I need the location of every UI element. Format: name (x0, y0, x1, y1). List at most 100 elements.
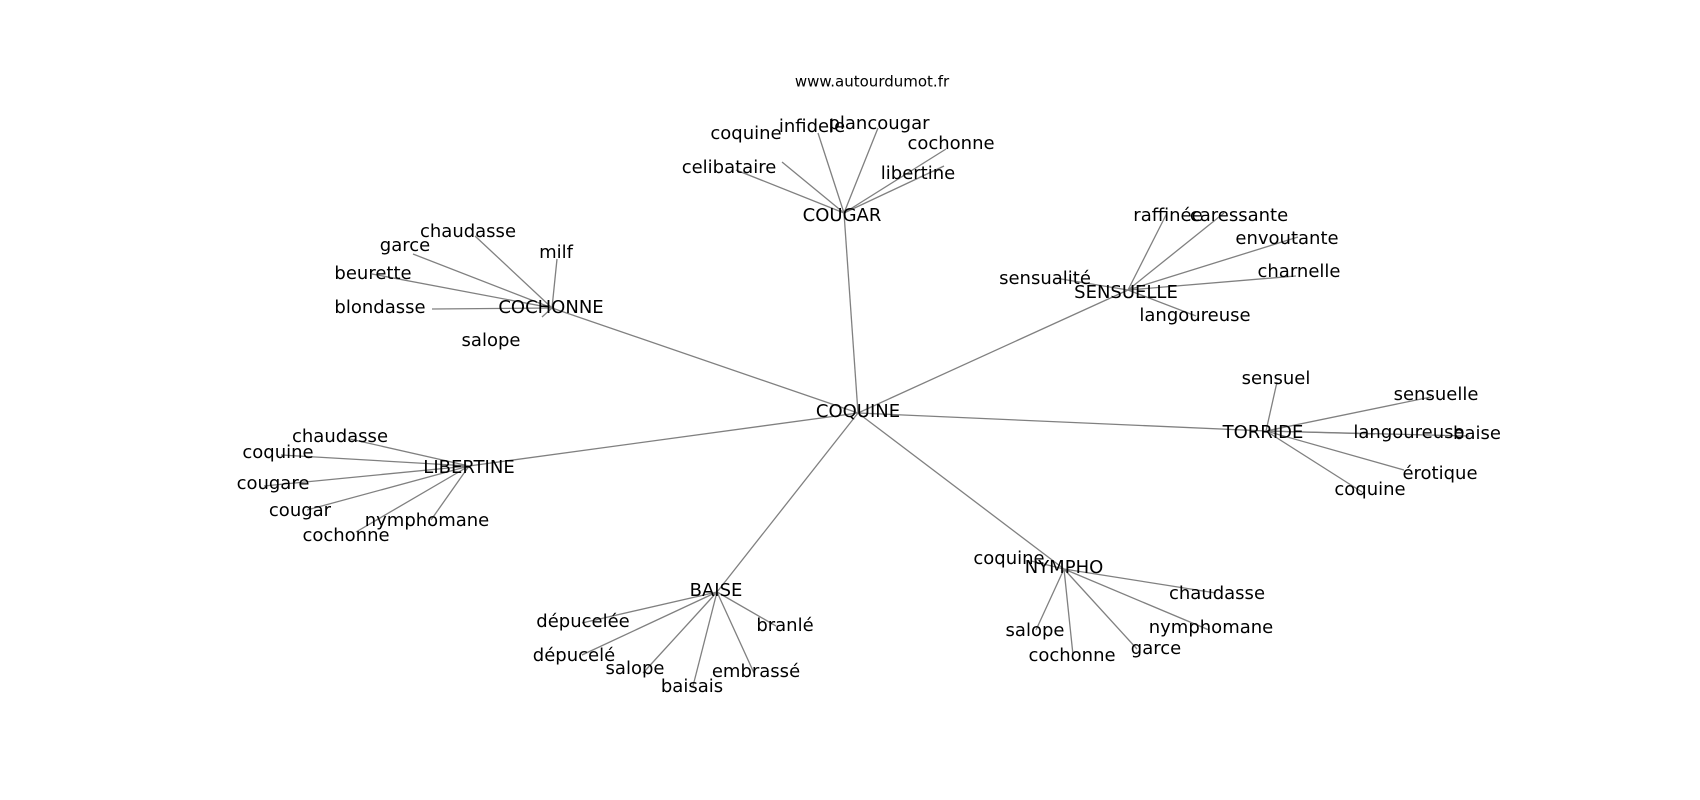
edge-root-torride (857, 412, 1267, 432)
leaf-node-cochonne-chaudasse: chaudasse (420, 221, 516, 242)
edge-libertine-cochonne (355, 465, 470, 533)
edge-root-baise (716, 412, 859, 593)
edge-root-cochonne (551, 307, 859, 414)
leaf-node-cougar-celibataire: celibataire (682, 157, 777, 178)
leaf-node-sensuelle-caressante: caressante (1190, 205, 1288, 226)
edge-cougar-plancougar (843, 127, 879, 214)
edge-libertine-cougar (306, 465, 470, 511)
edge-cochonne-chaudasse (474, 235, 553, 309)
leaf-node-cochonne-salope: salope (462, 330, 521, 351)
edge-sensuelle-envoutante (1127, 236, 1299, 291)
leaf-node-cougar-infidele: infidele (779, 116, 845, 137)
watermark: www.autourdumot.fr (795, 73, 950, 91)
edge-baise-embrasse (716, 591, 755, 674)
leaf-node-sensuelle-sensualite: sensualité (999, 268, 1091, 289)
edge-baise-depucele (581, 591, 718, 656)
edge-nympho-cochonne (1063, 568, 1074, 656)
edge-libertine-coquine (280, 454, 470, 467)
edge-cougar-coquine (781, 161, 845, 214)
leaf-node-torride-sensuelle: sensuelle (1394, 384, 1479, 405)
edge-cochonne-garce (412, 253, 553, 309)
edge-torride-sensuelle (1265, 396, 1432, 432)
hub-node-torride: TORRIDE (1222, 422, 1304, 443)
hub-node-cougar: COUGAR (803, 205, 882, 226)
edge-torride-coquine (1265, 430, 1363, 493)
leaf-node-baise-baisais: baisais (661, 676, 723, 697)
leaf-node-cougar-plancougar: plancougar (828, 113, 930, 134)
leaf-node-nympho-nymphomane: nymphomane (1149, 617, 1274, 638)
hub-node-baise: BAISE (690, 580, 743, 601)
leaf-node-nympho-coquine: coquine (973, 548, 1044, 569)
edge-torride-erotique (1265, 430, 1405, 471)
graph-labels: COQUINECOUGARcoquineinfideleplancougarco… (237, 113, 1501, 697)
edge-cougar-libertine (843, 165, 945, 214)
leaf-node-cougar-coquine: coquine (710, 123, 781, 144)
leaf-node-baise-depucelee: dépucelée (536, 611, 629, 632)
edge-sensuelle-raffinee (1127, 212, 1168, 291)
edge-baise-salope (642, 591, 718, 674)
edge-sensuelle-langoureuse (1127, 289, 1197, 317)
edge-root-sensuelle (857, 289, 1129, 414)
edge-torride-sensuel (1265, 381, 1278, 432)
leaf-node-baise-salope: salope (606, 658, 665, 679)
edge-nympho-nymphomane (1063, 568, 1210, 631)
edge-nympho-garce (1063, 568, 1138, 650)
leaf-node-nympho-salope: salope (1006, 620, 1065, 641)
leaf-node-libertine-nymphomane: nymphomane (365, 510, 490, 531)
edge-root-nympho (857, 412, 1065, 570)
edge-cochonne-beurette (371, 273, 553, 309)
hub-node-libertine: LIBERTINE (423, 457, 514, 478)
leaf-node-cougar-cochonne: cochonne (907, 133, 994, 154)
leaf-node-sensuelle-charnelle: charnelle (1258, 261, 1341, 282)
leaf-node-nympho-garce: garce (1131, 638, 1181, 659)
edge-cochonne-blondasse (431, 307, 553, 310)
hub-node-cochonne: COCHONNE (498, 297, 603, 318)
leaf-node-cochonne-garce: garce (380, 235, 430, 256)
leaf-node-cochonne-beurette: beurette (334, 263, 411, 284)
leaf-node-sensuelle-langoureuse: langoureuse (1139, 305, 1250, 326)
edge-root-cougar (843, 212, 859, 414)
leaf-node-libertine-cougar: cougar (269, 500, 332, 521)
leaf-node-torride-langoureuse: langoureuse (1353, 422, 1464, 443)
leaf-node-libertine-coquine: coquine (242, 442, 313, 463)
leaf-node-cochonne-milf: milf (539, 242, 574, 263)
edge-cochonne-milf (551, 258, 558, 309)
hub-node-sensuelle: SENSUELLE (1074, 282, 1178, 303)
edge-cougar-infidele (817, 132, 845, 214)
edge-sensuelle-charnelle (1127, 275, 1297, 291)
leaf-node-libertine-chaudasse: chaudasse (292, 426, 388, 447)
leaf-node-nympho-chaudasse: chaudasse (1169, 583, 1265, 604)
leaf-node-baise-branle: branlé (756, 615, 813, 636)
leaf-node-baise-embrasse: embrassé (712, 661, 800, 682)
leaf-node-sensuelle-envoutante: envoutante (1235, 228, 1338, 249)
edge-baise-branle (716, 591, 777, 627)
edge-sensuelle-sensualite (1054, 277, 1129, 291)
edge-libertine-chaudasse (349, 438, 470, 467)
leaf-node-sensuelle-raffinee: raffinée (1133, 205, 1202, 226)
edge-nympho-chaudasse (1063, 568, 1217, 594)
edge-sensuelle-caressante (1127, 212, 1225, 291)
edge-cougar-celibataire (735, 169, 845, 214)
edge-libertine-cougare (263, 465, 470, 487)
edge-nympho-coquine (1030, 560, 1065, 570)
root-node-label: COQUINE (816, 401, 900, 422)
leaf-node-nympho-cochonne: cochonne (1028, 645, 1115, 666)
edge-libertine-nymphomane (430, 465, 470, 521)
graph-edges (263, 127, 1470, 687)
edge-nympho-salope (1035, 568, 1065, 631)
edge-cougar-cochonne (843, 148, 947, 214)
leaf-node-cochonne-blondasse: blondasse (334, 297, 425, 318)
leaf-node-torride-sensuel: sensuel (1242, 368, 1311, 389)
leaf-node-torride-coquine: coquine (1334, 479, 1405, 500)
edge-baise-baisais (692, 591, 718, 687)
leaf-node-baise-depucele: dépucelé (533, 645, 615, 666)
leaf-node-libertine-cochonne: cochonne (302, 525, 389, 546)
edge-root-libertine (468, 412, 859, 467)
leaf-node-libertine-cougare: cougare (237, 473, 310, 494)
leaf-node-torride-erotique: érotique (1402, 463, 1477, 484)
edge-cochonne-salope (541, 307, 553, 318)
edge-baise-depucelee (581, 591, 718, 624)
leaf-node-torride-baise: baise (1453, 423, 1501, 444)
hub-node-nympho: NYMPHO (1025, 557, 1104, 578)
